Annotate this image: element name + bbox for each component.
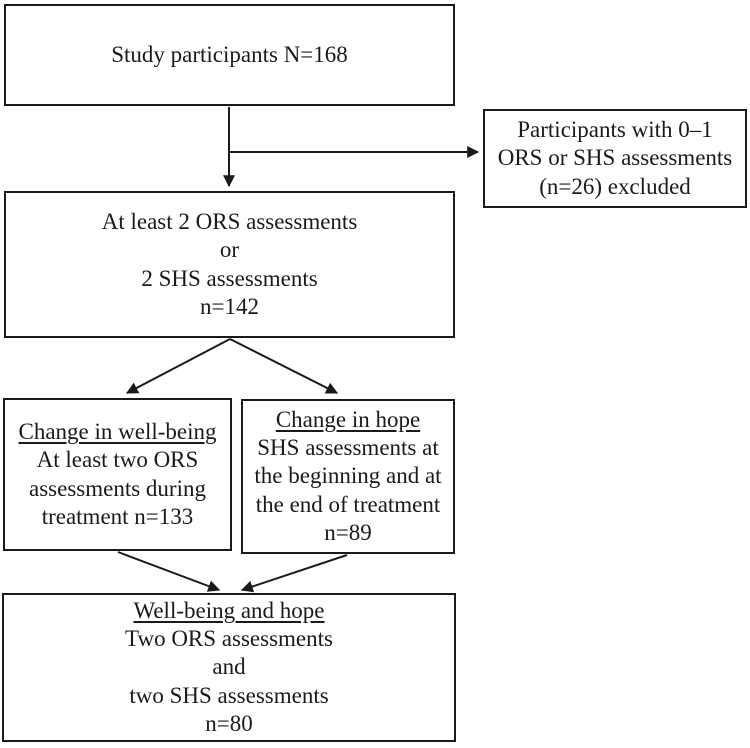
- box-wellbeing-line: treatment n=133: [41, 503, 194, 529]
- box-excluded-participants: Participants with 0–1 ORS or SHS assessm…: [483, 109, 747, 208]
- box-eligible-line: At least 2 ORS assessments: [101, 209, 358, 235]
- box-change-in-hope: Change in hope SHS assessments at the be…: [241, 399, 455, 554]
- box-study-participants: Study participants N=168: [4, 4, 455, 106]
- arrow-hope-to-both: [240, 554, 348, 593]
- arrow-wellbeing-to-both: [117, 551, 221, 592]
- box-eligible-participants: At least 2 ORS assessments or 2 SHS asse…: [4, 191, 455, 338]
- box-hope-heading: Change in hope: [275, 407, 421, 433]
- arrow-eligible-to-hope: [229, 338, 339, 394]
- box-change-in-wellbeing: Change in well-being At least two ORS as…: [3, 398, 232, 551]
- box-study-line: Study participants N=168: [111, 41, 348, 67]
- box-hope-line: SHS assessments at: [257, 435, 439, 461]
- box-eligible-line: n=142: [200, 293, 259, 319]
- box-both-line: and: [212, 654, 246, 680]
- box-wellbeing-line: assessments during: [29, 475, 206, 501]
- box-wellbeing-heading: Change in well-being: [18, 419, 217, 445]
- box-eligible-line: or: [219, 237, 240, 263]
- box-hope-line: the end of treatment: [255, 491, 441, 517]
- box-hope-line: the beginning and at: [254, 463, 442, 489]
- box-excluded-line: (n=26) excluded: [539, 173, 691, 199]
- box-both-line: Two ORS assessments: [125, 626, 333, 652]
- box-hope-line: n=89: [324, 519, 372, 545]
- box-excluded-line: Participants with 0–1: [517, 117, 713, 143]
- box-both-line: two SHS assessments: [129, 682, 329, 708]
- box-excluded-line: ORS or SHS assessments: [497, 145, 733, 171]
- arrow-eligible-to-wellbeing: [125, 338, 231, 394]
- box-wellbeing-and-hope: Well-being and hope Two ORS assessments …: [2, 593, 456, 742]
- box-both-heading: Well-being and hope: [133, 598, 325, 624]
- box-both-line: n=80: [205, 710, 253, 736]
- box-eligible-line: 2 SHS assessments: [141, 265, 318, 291]
- box-wellbeing-line: At least two ORS: [36, 447, 199, 473]
